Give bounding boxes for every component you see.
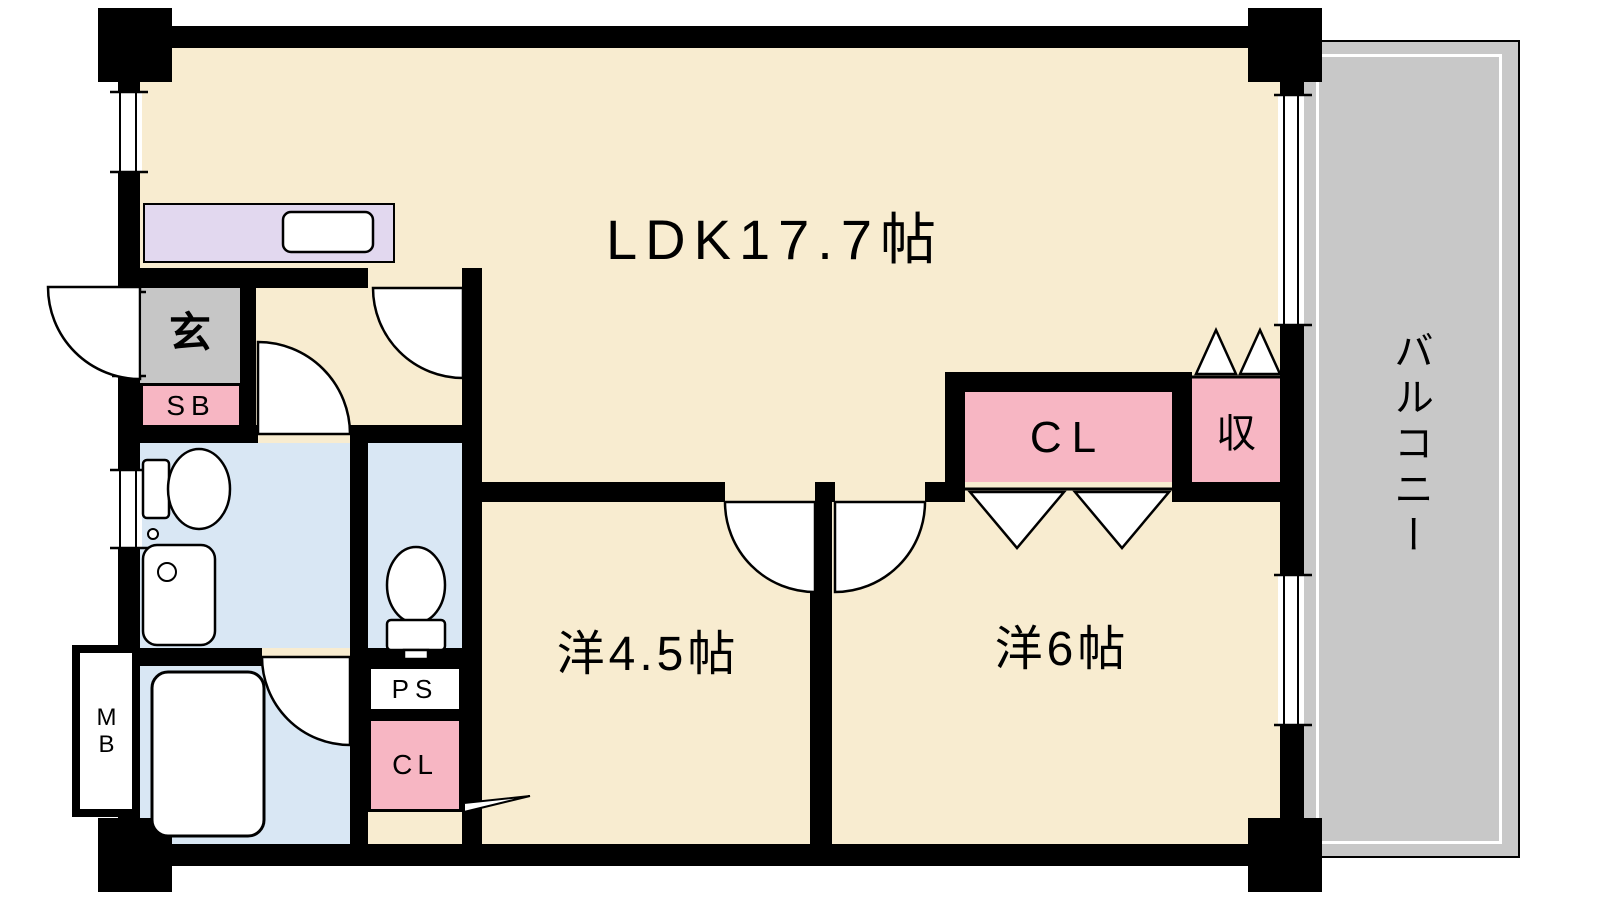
- pillar-bottom-left: [98, 818, 172, 892]
- wall-ldk-rooms-b: [815, 482, 835, 502]
- wall-closet-left: [945, 392, 965, 502]
- balcony-area: [1302, 40, 1520, 858]
- room-label-meter-box: MB: [93, 704, 120, 758]
- storage-box: [1192, 376, 1280, 482]
- window-right-top: [1278, 95, 1304, 325]
- wall-main-vertical: [462, 288, 482, 844]
- closet-main-box: [965, 392, 1172, 482]
- window-left-top: [116, 92, 142, 172]
- room-label-storage: 収: [1216, 412, 1256, 456]
- room-label-balcony: バルコニー: [1388, 330, 1432, 560]
- entrance-floor: [140, 288, 240, 383]
- washroom-floor: [140, 443, 350, 648]
- entrance-door-gap: [116, 292, 142, 376]
- pillar-top-right: [1248, 8, 1322, 82]
- wall-under-counter-b: [462, 268, 482, 288]
- wall-hall-washroom-b: [350, 425, 482, 443]
- wall-closet-storage-divider: [1172, 392, 1192, 502]
- room-label-pipe-space: PS: [391, 674, 439, 704]
- wall-ps-cl-divider: [368, 710, 462, 720]
- wc-floor: [368, 443, 462, 648]
- wall-under-counter-a: [140, 268, 368, 288]
- room-label-shoe-box: SB: [166, 390, 216, 421]
- wall-bottom: [118, 844, 1302, 866]
- wall-closet-top: [945, 372, 1192, 392]
- balcony-inner-frame: [1316, 54, 1502, 844]
- wall-ldk-rooms-a: [462, 482, 725, 502]
- kitchen-counter: [143, 203, 395, 263]
- wall-washroom-wc: [350, 443, 368, 648]
- room-label-closet-main: CL: [1029, 413, 1107, 462]
- room-label-closet-small: CL: [392, 749, 438, 780]
- meter-box-inner: [80, 653, 132, 809]
- wall-washroom-bath-a: [140, 648, 262, 666]
- wall-bath-right: [350, 666, 368, 844]
- room-label-entrance: 玄: [168, 309, 212, 356]
- room-label-western-6: 洋6帖: [994, 623, 1130, 676]
- wall-room-divider: [810, 502, 832, 844]
- wall-hall-washroom-a: [140, 425, 258, 443]
- room-label-ldk: LDK17.7帖: [606, 208, 944, 271]
- wall-ldk-rooms-d: [1174, 482, 1280, 502]
- pillar-bottom-right: [1248, 818, 1322, 892]
- pillar-top-left: [98, 8, 172, 82]
- wall-entrance-divider: [240, 288, 256, 425]
- window-left-mid: [116, 470, 142, 548]
- window-right-bottom: [1278, 575, 1304, 725]
- room-label-western-45: 洋4.5帖: [556, 628, 740, 681]
- wall-top: [118, 26, 1302, 48]
- shoe-box: [140, 383, 242, 428]
